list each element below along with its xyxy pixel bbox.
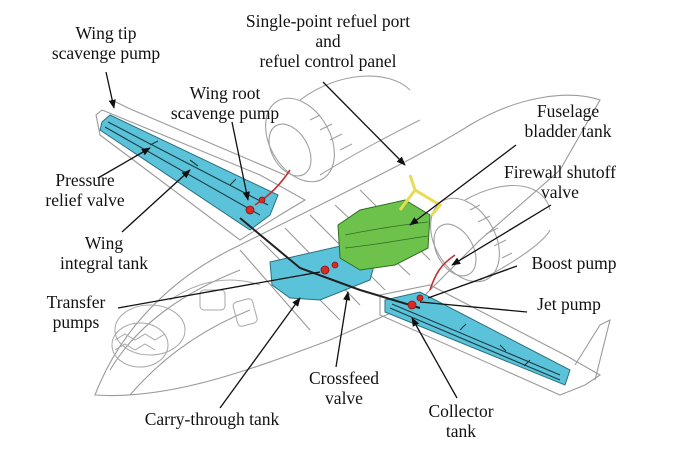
label-carry-through-tank: Carry-through tank [144, 409, 280, 429]
leader-pressure-relief [97, 147, 151, 179]
label-wing-root-scavenge-pump: Wing root scavenge pump [170, 83, 280, 123]
label-single-point-refuel-port: Single-point refuel port and refuel cont… [245, 11, 411, 71]
refuel-line [398, 174, 443, 216]
pump-components [245, 169, 456, 310]
label-firewall-shutoff-valve: Firewall shutoff valve [504, 162, 616, 202]
right-wing-outline [379, 284, 611, 396]
label-wing-tip-scavenge-pump: Wing tip scavenge pump [51, 23, 161, 63]
leader-fuselage-bladder [409, 144, 517, 226]
left-engine [265, 75, 421, 183]
left-wing-outline [95, 99, 307, 241]
leader-refuel-port [322, 81, 406, 166]
main-fuel-line [239, 217, 421, 309]
label-boost-pump: Boost pump [531, 253, 617, 273]
leader-wing-tip-pump [105, 71, 116, 109]
leader-boost-pump [427, 265, 518, 299]
label-jet-pump: Jet pump [537, 294, 601, 314]
leader-crossfeed-valve [335, 291, 351, 368]
leader-collector-tank [411, 317, 458, 399]
leader-jet-pump [419, 301, 528, 313]
leader-carry-through [219, 297, 301, 409]
label-collector-tank: Collector tank [428, 401, 494, 441]
label-transfer-pumps: Transfer pumps [46, 292, 106, 332]
label-wing-integral-tank: Wing integral tank [60, 233, 148, 273]
leader-firewall-valve [451, 204, 552, 266]
leader-lines [97, 71, 552, 409]
fuselage-bladder-tank [337, 199, 431, 271]
right-wing-integral-tank [384, 291, 571, 386]
leader-wing-root-pump [231, 121, 250, 201]
label-pressure-relief-valve: Pressure relief valve [45, 170, 125, 210]
label-fuselage-bladder-tank: Fuselage bladder tank [524, 101, 612, 141]
leader-transfer-pumps [117, 271, 321, 309]
leader-wing-integral [121, 169, 191, 233]
cockpit [111, 279, 261, 368]
label-crossfeed-valve: Crossfeed valve [309, 368, 379, 408]
